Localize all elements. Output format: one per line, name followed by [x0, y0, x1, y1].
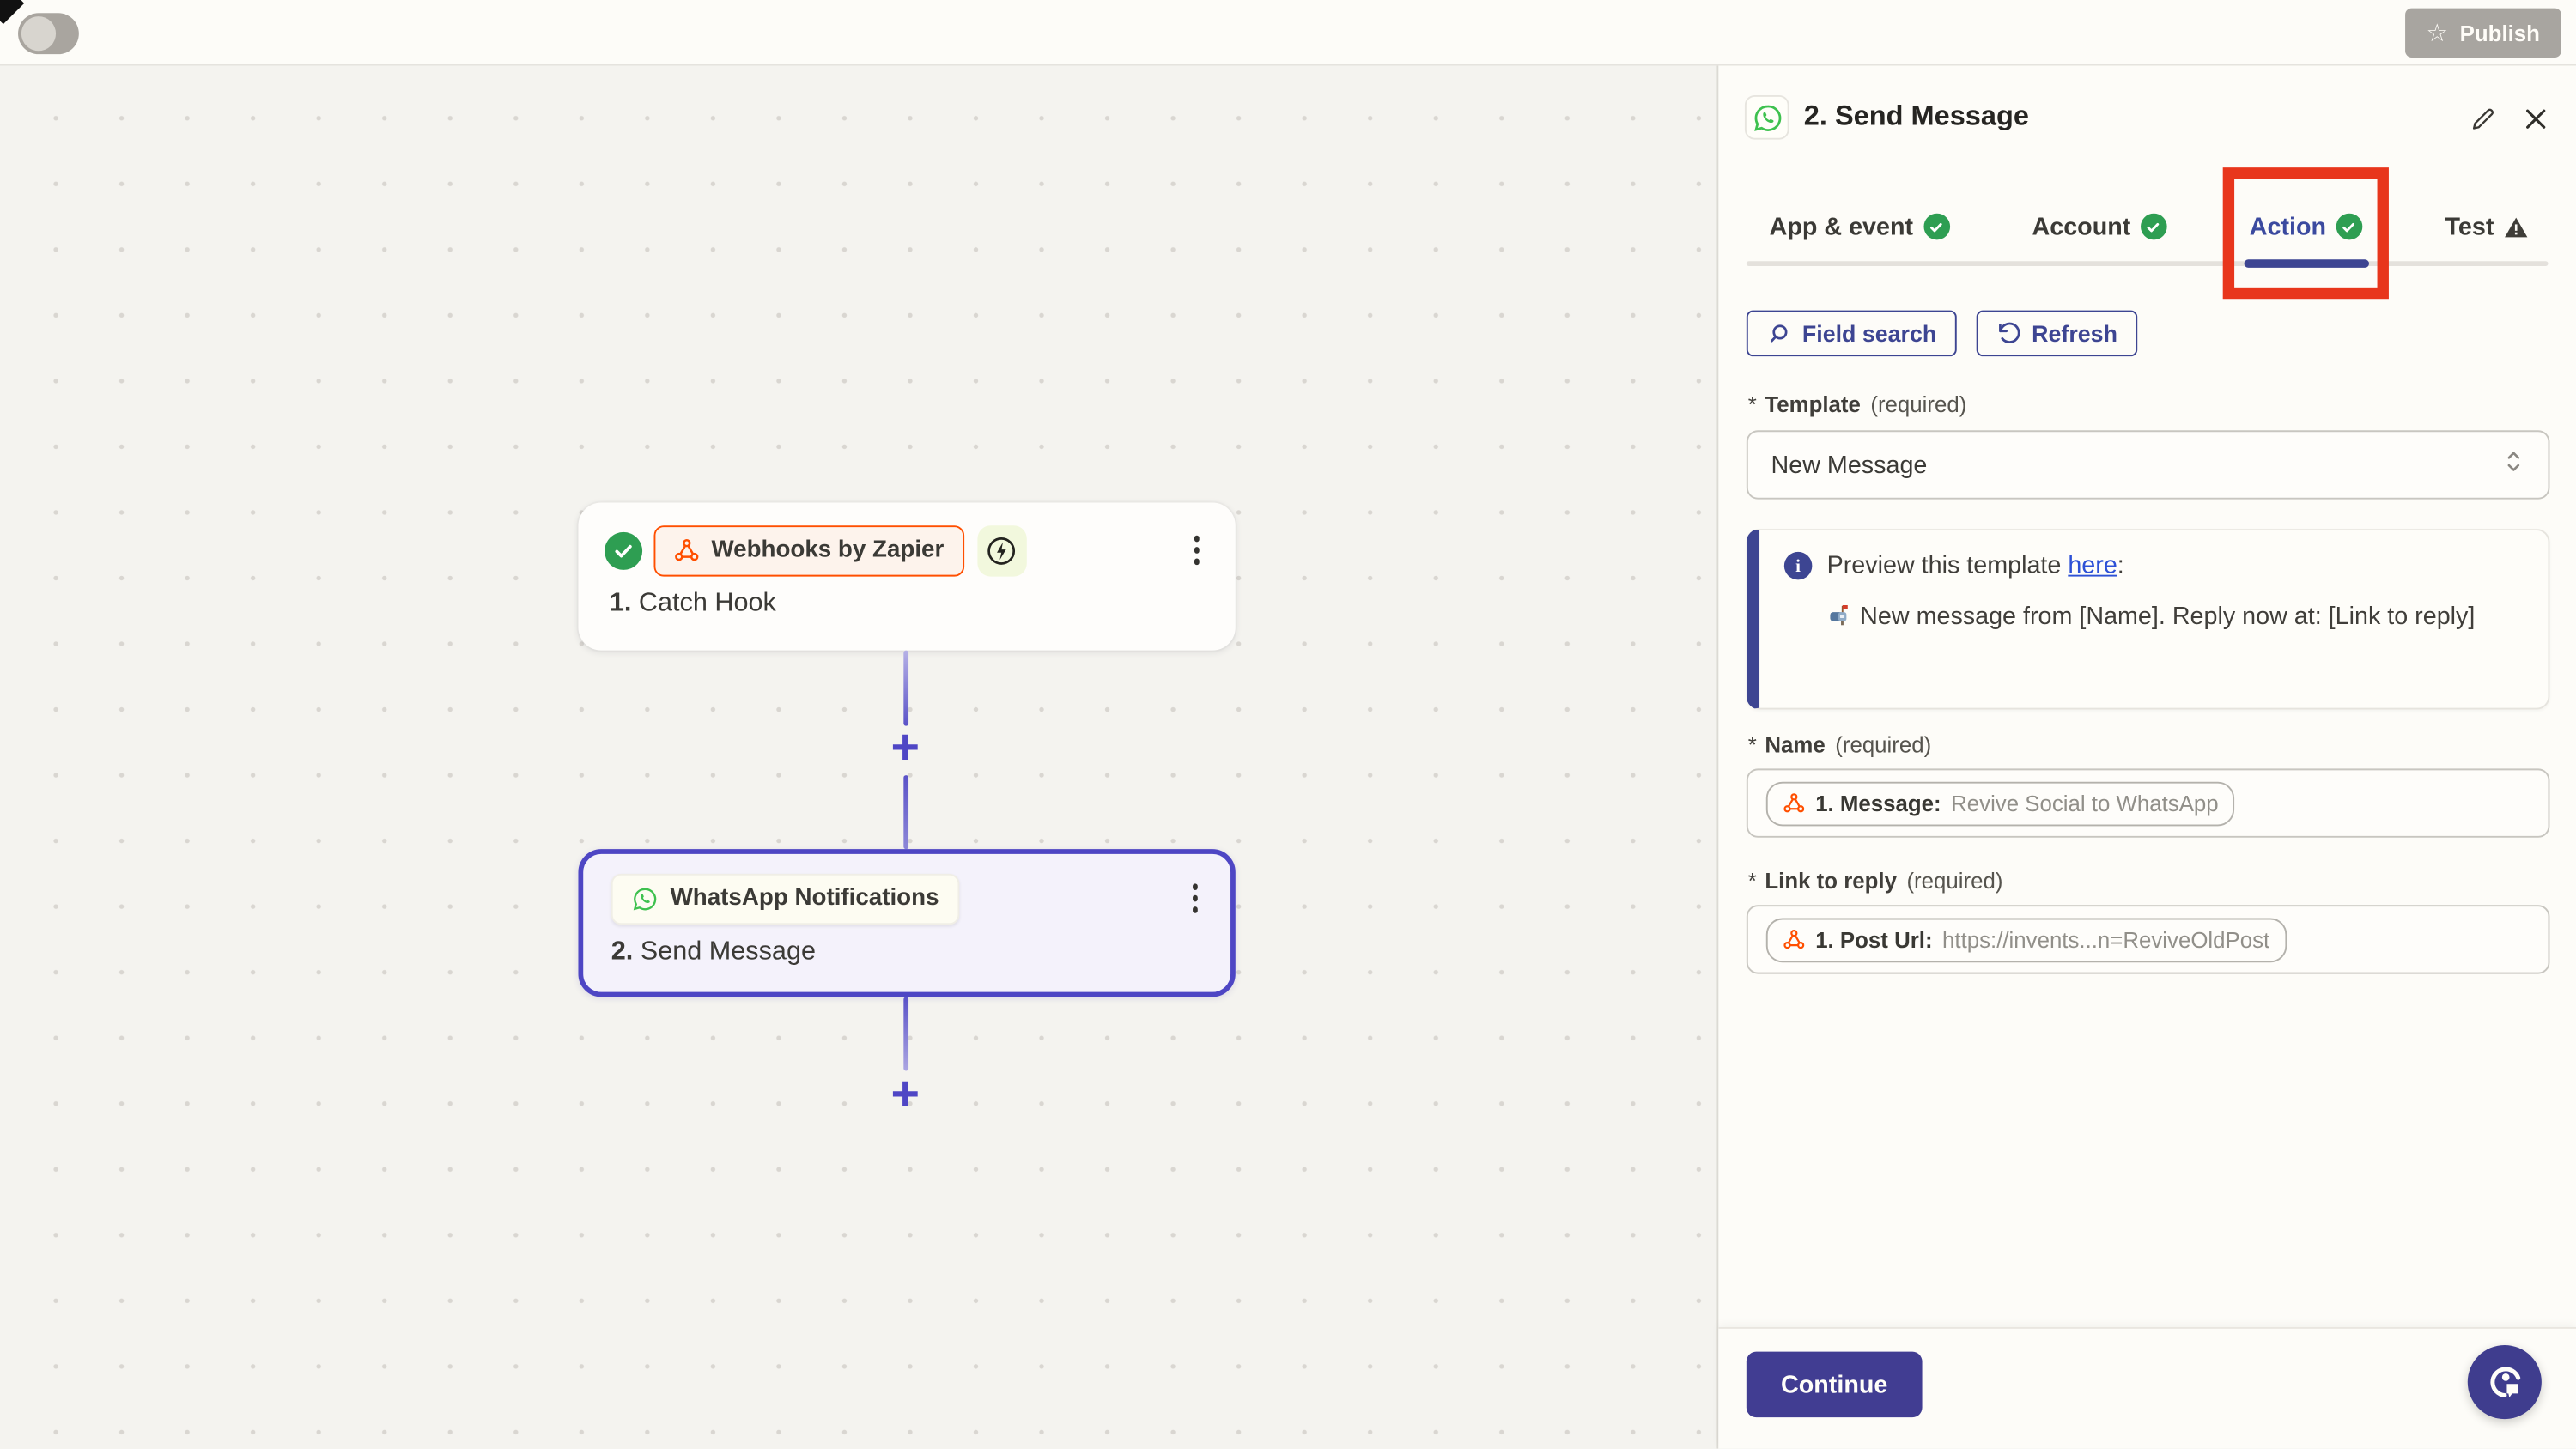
- continue-button[interactable]: Continue: [1746, 1351, 1923, 1418]
- publish-button[interactable]: ☆ Publish: [2404, 8, 2561, 58]
- link-field-label: * Link to reply (required): [1748, 869, 2003, 894]
- close-icon[interactable]: [2518, 102, 2551, 135]
- trigger-bolt-icon[interactable]: [976, 524, 1026, 576]
- token-value: https://invents...n=ReviveOldPost: [1942, 927, 2270, 952]
- step-name: Send Message: [633, 937, 817, 967]
- copilot-button[interactable]: [2467, 1344, 2542, 1420]
- success-check-icon: [605, 530, 643, 569]
- node-menu-kebab[interactable]: [1182, 877, 1208, 919]
- tab-label: Account: [2032, 212, 2131, 241]
- link-to-reply-input[interactable]: 1. Post Url: https://invents...n=ReviveO…: [1746, 905, 2550, 974]
- info-text: Preview this template here:: [1827, 552, 2124, 580]
- node-title: 2. Send Message: [611, 937, 816, 967]
- tab-app-and-event[interactable]: App & event: [1769, 212, 1950, 241]
- search-icon: [1770, 324, 1788, 342]
- step-node-send-message[interactable]: WhatsApp Notifications 2. Send Message: [578, 849, 1236, 997]
- complete-check-icon: [2140, 213, 2167, 240]
- required-star: *: [1747, 732, 1757, 758]
- app-pill-label: WhatsApp Notifications: [670, 885, 939, 912]
- field-name: Name: [1765, 732, 1826, 758]
- tab-test[interactable]: Test: [2445, 212, 2528, 241]
- connector-line: [902, 775, 908, 850]
- top-bar: ☆ Publish: [0, 0, 2576, 66]
- webhook-icon: [1783, 793, 1805, 813]
- panel-header: 2. Send Message: [1718, 66, 2576, 168]
- webhook-icon: [675, 538, 699, 561]
- info-text-suffix: :: [2117, 551, 2124, 580]
- node-title: 1. Catch Hook: [610, 590, 776, 619]
- info-text-prefix: Preview this template: [1826, 551, 2069, 580]
- toggle-knob: [21, 16, 57, 52]
- refresh-icon: [1998, 321, 2020, 343]
- complete-check-icon: [2336, 213, 2363, 240]
- field-search-button[interactable]: Field search: [1746, 310, 1957, 357]
- template-field-label: * Template (required): [1748, 392, 1967, 417]
- token-label: 1. Post Url:: [1815, 927, 1933, 952]
- step-node-catch-hook[interactable]: Webhooks by Zapier 1. Catch Hook: [578, 502, 1236, 651]
- panel-footer: Continue: [1718, 1326, 2576, 1449]
- field-search-label: Field search: [1801, 320, 1937, 347]
- required-hint: (required): [1906, 869, 2003, 894]
- panel-title: 2. Send Message: [1803, 100, 2029, 132]
- required-hint: (required): [1870, 392, 1967, 417]
- field-toolbar: Field search Refresh: [1746, 310, 2137, 357]
- mapped-field-token[interactable]: 1. Post Url: https://invents...n=ReviveO…: [1765, 917, 2287, 962]
- select-chevrons-icon: [2502, 448, 2525, 481]
- required-hint: (required): [1835, 732, 1932, 758]
- required-star: *: [1747, 869, 1757, 894]
- rename-pencil-icon[interactable]: [2466, 102, 2499, 135]
- star-icon: ☆: [2426, 19, 2449, 48]
- tabs-divider: [1746, 261, 2549, 266]
- tab-label: Action: [2249, 212, 2327, 241]
- webhook-icon: [1783, 930, 1805, 949]
- token-value: Revive Social to WhatsApp: [1951, 791, 2219, 815]
- publish-label: Publish: [2459, 20, 2540, 45]
- token-label: 1. Message:: [1815, 791, 1941, 815]
- panel-tabs: App & event Account Action Test: [1747, 189, 2549, 264]
- refresh-button[interactable]: Refresh: [1976, 310, 2137, 357]
- step-number: 2.: [611, 937, 634, 967]
- name-input[interactable]: 1. Message: Revive Social to WhatsApp: [1746, 768, 2550, 838]
- app-pill-webhooks[interactable]: Webhooks by Zapier: [653, 524, 964, 576]
- copilot-icon: [2489, 1366, 2520, 1397]
- cursor-artifact: [0, 0, 25, 25]
- add-step-button-middle[interactable]: +: [890, 720, 920, 776]
- field-name: Template: [1765, 392, 1861, 417]
- connector-line: [902, 650, 908, 726]
- tab-action[interactable]: Action: [2249, 212, 2363, 241]
- info-icon: i: [1783, 551, 1813, 580]
- whatsapp-icon: [633, 887, 657, 910]
- name-field-label: * Name (required): [1748, 732, 1931, 757]
- step-number: 1.: [609, 589, 632, 618]
- template-message-preview: New message from [Name]. Reply now at: […: [1827, 597, 2522, 638]
- tab-label: Test: [2445, 212, 2494, 241]
- whatsapp-icon: [1753, 104, 1781, 130]
- warning-triangle-icon: [2505, 216, 2528, 237]
- app-pill-label: Webhooks by Zapier: [711, 537, 945, 564]
- step-name: Catch Hook: [631, 589, 776, 618]
- field-name: Link to reply: [1765, 869, 1897, 894]
- required-star: *: [1747, 392, 1757, 417]
- mapped-field-token[interactable]: 1. Message: Revive Social to WhatsApp: [1765, 780, 2235, 826]
- template-preview-infobox: i Preview this template here: New messag…: [1746, 529, 2550, 710]
- complete-check-icon: [1923, 213, 1950, 240]
- app-pill-whatsapp[interactable]: WhatsApp Notifications: [611, 872, 959, 925]
- template-select[interactable]: New Message: [1746, 430, 2550, 500]
- template-selected-value: New Message: [1771, 451, 1928, 479]
- active-tab-underline: [2244, 259, 2369, 267]
- tab-account[interactable]: Account: [2032, 212, 2167, 241]
- add-step-button-end[interactable]: +: [890, 1067, 920, 1122]
- app-icon-box: [1744, 94, 1789, 140]
- node-menu-kebab[interactable]: [1184, 530, 1210, 572]
- preview-here-link[interactable]: here: [2068, 551, 2117, 580]
- mailbox-emoji-icon: [1830, 605, 1848, 626]
- step-settings-panel: 2. Send Message App & event Account Acti…: [1716, 65, 2576, 1449]
- refresh-label: Refresh: [2032, 320, 2117, 347]
- workflow-canvas[interactable]: Webhooks by Zapier 1. Catch Hook + Whats…: [0, 65, 1717, 1449]
- zap-on-off-toggle[interactable]: [18, 13, 79, 55]
- tab-label: App & event: [1769, 212, 1914, 241]
- message-preview-text: New message from [Name]. Reply now at: […: [1860, 603, 2476, 631]
- connector-line: [902, 997, 908, 1071]
